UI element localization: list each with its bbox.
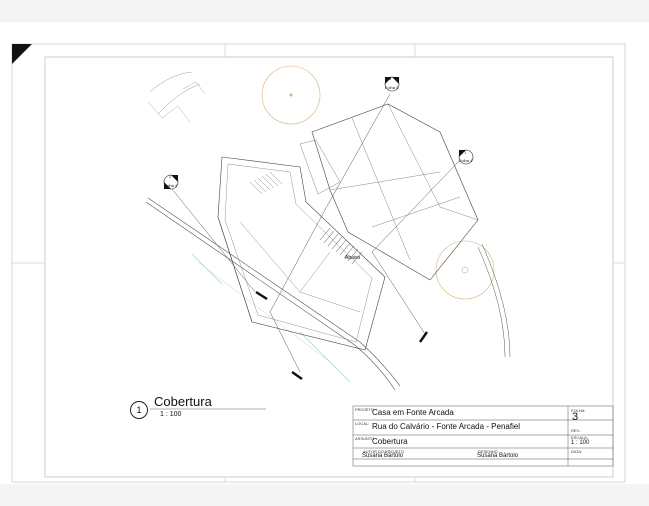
view-number: 1 [130,401,148,419]
rev-label: REV.: [571,428,582,433]
stair-hatch [319,227,363,265]
assunto-value: Cobertura [372,437,408,446]
folha-value: 3 [572,411,579,423]
escala-value: 1 : 100 [571,440,590,446]
stair-direction-label: Abaixo [345,255,361,261]
marker-num: 1 [464,150,467,155]
desenho-value: Susana Bártolo [477,453,519,459]
tree-circle [435,240,495,300]
sheet-border [11,43,626,483]
escala-label: ESCALA: [571,435,588,440]
marker-sheet: Folha 4 [164,183,178,188]
desenho-label: DESENHO [478,449,498,454]
title-block [352,405,614,467]
elevation-marker-1 [458,149,474,165]
drawing-viewport[interactable]: Abaixo 3 Folha 4 1 Folha 4 2 Folha 4 1 C… [0,22,649,484]
autor-label: AUTOR DO PROJETO [363,449,404,454]
tree-center [289,93,293,97]
local-value: Rua do Calvário - Fonte Arcada - Penafie… [372,422,521,431]
marker-num: 2 [169,174,172,179]
folha-label: FOLHA: [571,408,586,413]
sheet-corner-mark [12,44,32,64]
tree-center [461,266,469,274]
sheet-inner-frame [44,56,614,478]
marker-sheet: Folha 4 [459,158,473,163]
stair-hatch [249,171,283,195]
building-outline [311,103,479,281]
local-label: LOCAL: [355,421,370,426]
section-mark [255,290,268,301]
section-mark [419,331,428,343]
data-label: DATA: [571,449,583,454]
tree-circle [261,65,321,125]
projeto-label: PROJETO: [355,407,375,412]
elevation-marker-2 [163,174,179,190]
autor-value: Susana Bártolo [362,453,404,459]
marker-sheet: Folha 4 [385,85,399,90]
projeto-value: Casa em Fonte Arcada [372,408,454,417]
elevation-marker-3 [384,76,400,92]
view-title: Cobertura [154,394,212,409]
section-mark [291,371,303,380]
view-scale: 1 : 100 [160,411,182,418]
drawing-sheet [11,43,626,483]
marker-num: 3 [389,76,392,81]
assunto-label: ASSUNTO: [355,436,376,441]
